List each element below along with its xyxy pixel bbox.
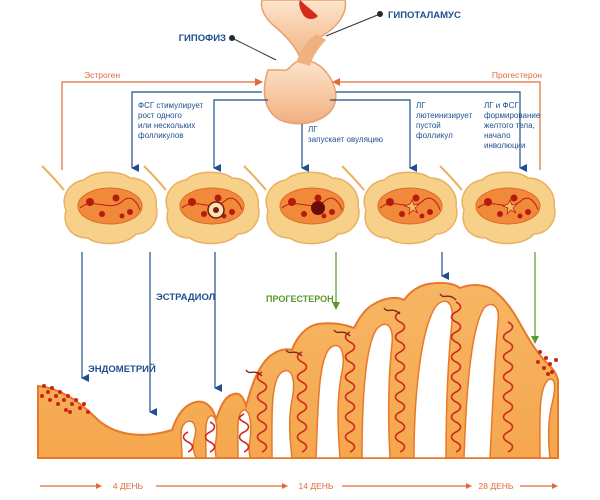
hypothalamus-pointer-dot	[377, 11, 383, 17]
spiral-artery	[238, 413, 250, 453]
spiral-artery	[394, 311, 406, 453]
pituitary-label: ГИПОФИЗ	[179, 33, 226, 44]
spiral-artery	[256, 371, 268, 453]
ovary-stage-1	[41, 165, 158, 245]
hypothalamus-label: ГИПОТАЛАМУС	[388, 10, 461, 21]
ovary-stage-4	[341, 165, 458, 245]
progesterone-feedback-label: Прогестерон	[492, 70, 542, 80]
pituitary-pointer-dot	[229, 35, 235, 41]
ovary-stage-5	[439, 165, 556, 245]
endometrium	[37, 281, 559, 459]
spiral-artery	[296, 351, 308, 453]
spiral-artery	[204, 421, 216, 453]
estrogen-feedback-label: Эстроген	[84, 70, 120, 80]
day-4-label: 4 ДЕНЬ	[113, 481, 144, 491]
progesterone-arrows	[335, 252, 536, 336]
feedback-lines	[61, 81, 541, 170]
ovary-stage-2	[143, 165, 260, 245]
pituitary-arrows	[131, 91, 527, 172]
cycle-timeline: 4 ДЕНЬ 14 ДЕНЬ 28 ДЕНЬ	[40, 481, 558, 491]
note-lh-luteinize: ЛГ лютеинизирует пустой фолликул	[416, 101, 474, 140]
day-14-label: 14 ДЕНЬ	[299, 481, 334, 491]
spiral-artery	[182, 431, 194, 453]
endometrium-label: ЭНДОМЕТРИЙ	[88, 363, 156, 375]
spiral-artery	[450, 301, 462, 453]
progesterone-label: ПРОГЕСТЕРОН	[266, 294, 334, 304]
estradiol-label: ЭСТРАДИОЛ	[156, 292, 216, 303]
spiral-artery	[502, 321, 514, 453]
hormone-effect-arrows	[81, 252, 449, 416]
day-28-label: 28 ДЕНЬ	[479, 481, 514, 491]
menstrual-shedding	[40, 350, 558, 414]
hypothalamus-pituitary	[260, 0, 347, 125]
ovary-stages	[41, 165, 556, 245]
note-lh-fsh-corpus: ЛГ и ФСГ формирование желтого тела, нача…	[484, 101, 543, 150]
spiral-arteries	[182, 293, 514, 453]
note-fsh: ФСГ стимулирует рост одного или нескольк…	[138, 101, 205, 140]
note-lh-ovulation: ЛГ запускает овуляцию	[308, 125, 383, 144]
spiral-artery	[344, 331, 356, 453]
ovary-stage-3	[243, 165, 360, 245]
